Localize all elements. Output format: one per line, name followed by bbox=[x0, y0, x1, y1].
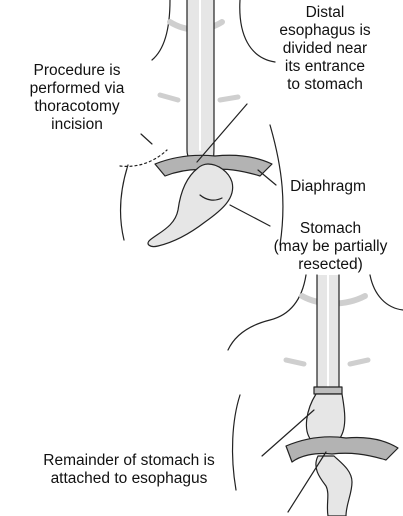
label-distal-esophagus: Distal esophagus is divided near its ent… bbox=[250, 4, 400, 94]
leader-procedure bbox=[141, 134, 152, 144]
label-remainder: Remainder of stomach is attached to esop… bbox=[4, 452, 254, 488]
body-outline-right-2 bbox=[370, 275, 403, 310]
label-diaphragm: Diaphragm bbox=[268, 178, 388, 196]
stomach-top bbox=[148, 164, 233, 247]
stomach-lower bbox=[316, 456, 352, 516]
chest-shade-2-left bbox=[286, 360, 304, 364]
anastomosis-band bbox=[314, 387, 342, 394]
label-procedure: Procedure is performed via thoracotomy i… bbox=[2, 62, 152, 134]
torso-left-side bbox=[121, 165, 128, 240]
body-outline-left bbox=[152, 0, 170, 60]
chest-shade-2-right bbox=[350, 360, 368, 364]
body-outline-left-2 bbox=[228, 275, 306, 350]
label-stomach: Stomach (may be partially resected) bbox=[258, 220, 403, 274]
chest-shade-left bbox=[160, 95, 178, 100]
chest-shade-right bbox=[220, 97, 238, 100]
diaphragm-bottom bbox=[286, 437, 398, 462]
after-illustration bbox=[228, 275, 403, 516]
